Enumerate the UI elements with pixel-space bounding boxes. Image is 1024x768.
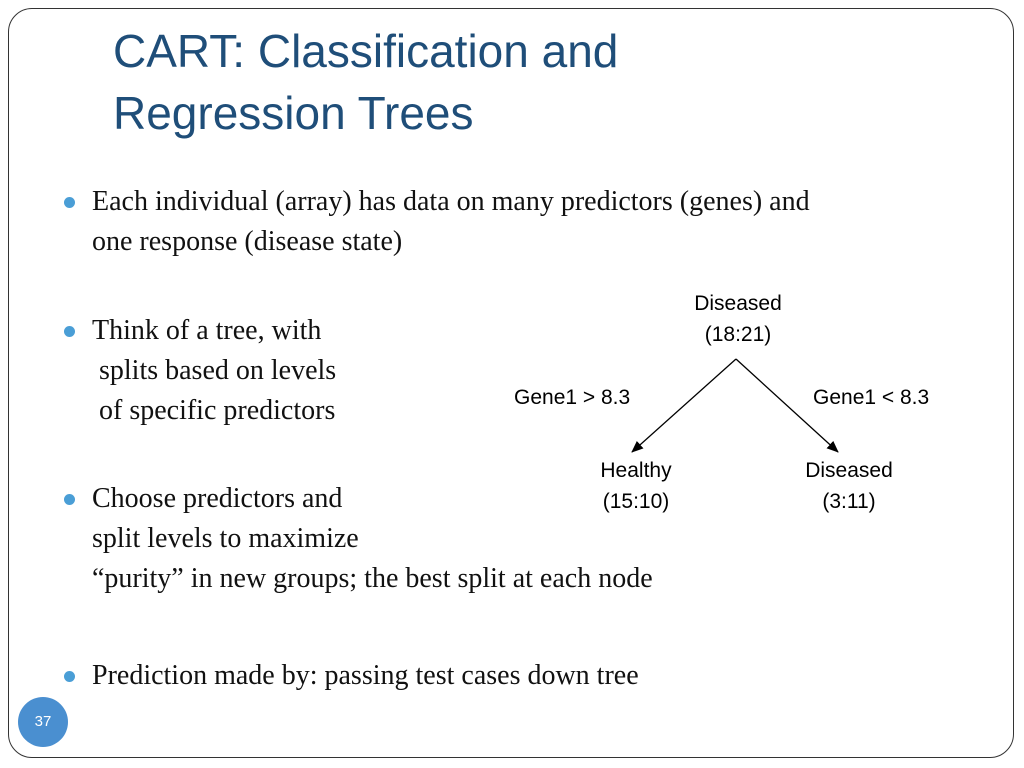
bullet-dot-icon	[64, 671, 75, 682]
right-leaf-counts: (3:11)	[822, 490, 876, 513]
right-leaf-node: Diseased (3:11)	[779, 455, 919, 517]
root-node-counts: (18:21)	[704, 323, 772, 346]
left-leaf-node: Healthy (15:10)	[566, 455, 706, 517]
right-edge-label: Gene1 < 8.3	[813, 386, 930, 409]
bullet-dot-icon	[64, 494, 75, 505]
title-line-1: CART: Classification and	[113, 25, 619, 77]
bullet-dot-icon	[64, 197, 75, 208]
title-line-2: Regression Trees	[113, 87, 474, 139]
bullet-3-line-2: split levels to maximize	[92, 523, 359, 554]
bullet-3-line-1: Choose predictors and	[92, 483, 343, 514]
slide-title: CART: Classification and Regression Tree…	[113, 20, 913, 144]
bullet-1-line-1: Each individual (array) has data on many…	[92, 186, 810, 217]
slide-frame	[8, 8, 1014, 758]
bullet-4-line-1: Prediction made by: passing test cases d…	[92, 660, 639, 691]
left-leaf-counts: (15:10)	[602, 490, 670, 513]
left-edge-label: Gene1 > 8.3	[514, 386, 631, 409]
bullet-3-line-3: “purity” in new groups; the best split a…	[92, 563, 653, 594]
root-node: Diseased (18:21)	[668, 288, 808, 350]
bullet-1-line-2: one response (disease state)	[92, 226, 403, 257]
page-number-badge: 37	[18, 697, 68, 747]
bullet-2-line-1: Think of a tree, with	[92, 315, 322, 346]
left-leaf-label: Healthy	[600, 459, 672, 482]
right-leaf-label: Diseased	[805, 459, 893, 482]
bullet-2-line-2: splits based on levels	[92, 355, 337, 386]
bullet-dot-icon	[64, 326, 75, 337]
bullet-2-line-3: of specific predictors	[92, 395, 336, 426]
left-branch-arrow	[631, 358, 737, 453]
root-node-label: Diseased	[694, 292, 782, 315]
right-branch-arrow	[735, 358, 839, 453]
